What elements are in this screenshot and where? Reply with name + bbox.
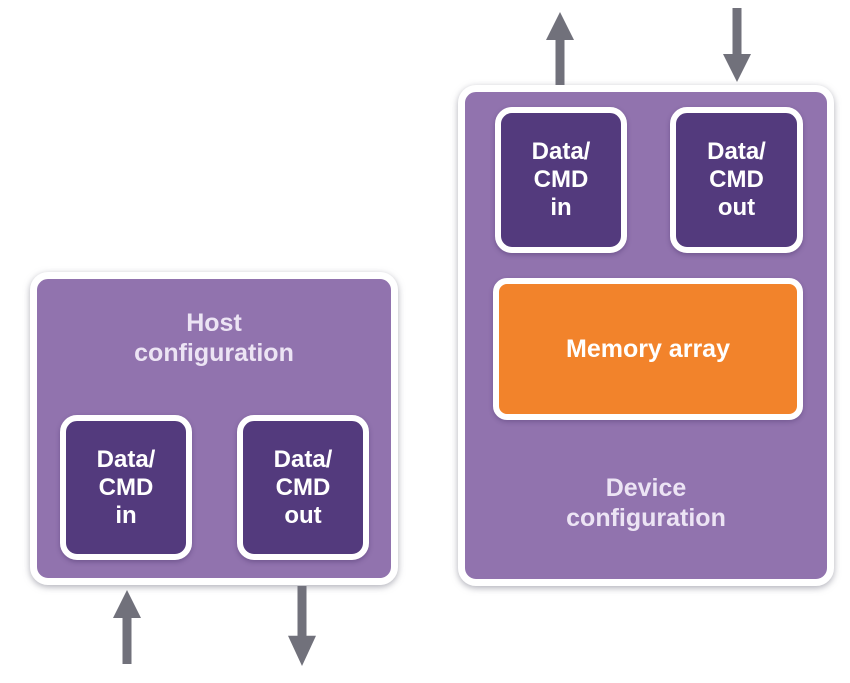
host-title-line1: Host [186, 309, 242, 337]
host-port-out-line3: out [284, 501, 322, 529]
device-title-line2: configuration [566, 504, 726, 532]
device-configuration-box: Data/ CMD in Data/ CMD out Memory array … [458, 85, 834, 586]
host-configuration-title: Host configuration [37, 308, 391, 368]
arrow-up-icon [113, 590, 141, 664]
host-data-cmd-in-box: Data/ CMD in [60, 415, 192, 560]
memory-array-label: Memory array [566, 334, 730, 363]
host-configuration-box: Host configuration Data/ CMD in Data/ CM… [30, 272, 398, 585]
device-data-cmd-in-box: Data/ CMD in [495, 107, 627, 253]
arrow-down-icon [288, 586, 316, 666]
device-title-line1: Device [605, 474, 687, 502]
host-port-out-line1: Data/ [273, 445, 333, 473]
memory-array-box: Memory array [493, 278, 803, 420]
device-port-in-line1: Data/ [531, 138, 591, 165]
device-port-out-line1: Data/ [707, 138, 766, 165]
device-data-cmd-out-box: Data/ CMD out [670, 107, 803, 253]
host-port-in-line1: Data/ [96, 445, 156, 473]
host-title-line2: configuration [134, 339, 294, 367]
arrow-up-icon [546, 12, 574, 86]
device-port-in-line2: CMD [533, 166, 589, 193]
device-port-out-line3: out [717, 194, 756, 221]
host-port-out-line2: CMD [275, 473, 331, 501]
device-configuration-title: Device configuration [465, 473, 827, 533]
arrow-down-icon [723, 8, 751, 82]
host-data-cmd-out-box: Data/ CMD out [237, 415, 369, 560]
device-port-out-line2: CMD [709, 166, 764, 193]
host-port-in-line2: CMD [98, 473, 154, 501]
device-port-in-line3: in [550, 194, 572, 221]
host-port-in-line3: in [115, 501, 137, 529]
